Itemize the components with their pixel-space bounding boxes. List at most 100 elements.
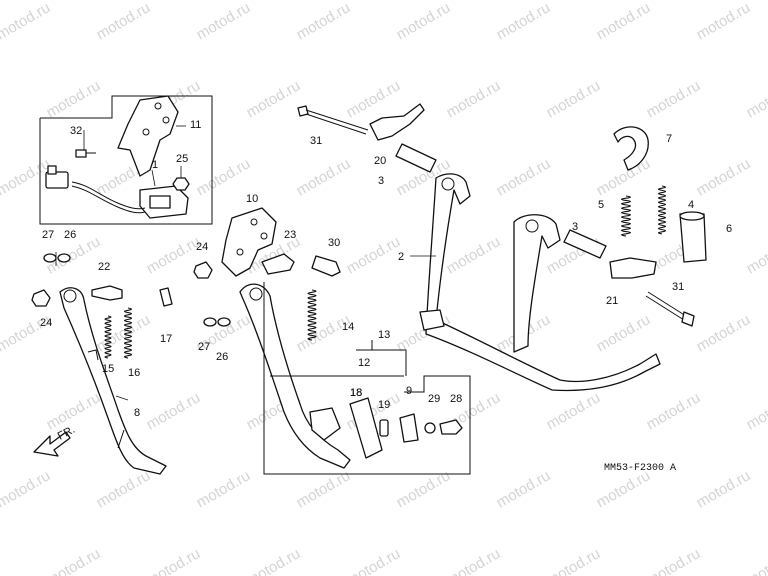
part-number-label: 11 xyxy=(190,119,201,131)
watermark-text: motod.ru xyxy=(144,545,204,576)
spring-coil xyxy=(620,195,632,237)
part-number-label: 26 xyxy=(64,229,76,241)
spring-coil xyxy=(657,185,667,235)
watermark-text: motod.ru xyxy=(694,155,754,199)
mainstand-assembly xyxy=(297,103,707,392)
part-number-label: 26 xyxy=(216,351,228,363)
sidestand-part xyxy=(59,287,167,475)
watermark-text: motod.ru xyxy=(294,155,354,199)
part-number-label: 1 xyxy=(152,159,158,171)
watermark-text: motod.ru xyxy=(694,311,754,355)
watermark-text: motod.ru xyxy=(44,77,104,121)
watermark-text: motod.ru xyxy=(0,77,3,121)
pipe-part xyxy=(679,213,707,263)
mainstand-part xyxy=(425,173,661,392)
part-number-label: 24 xyxy=(196,241,208,253)
nut-part xyxy=(31,289,51,307)
pin-part xyxy=(379,419,389,437)
watermark-text: motod.ru xyxy=(244,545,304,576)
part-number-label: 25 xyxy=(176,153,188,165)
stand-pivot-hole xyxy=(441,177,455,191)
switch-body xyxy=(149,195,171,209)
part-number-label: 3 xyxy=(378,175,384,187)
watermark-text: motod.ru xyxy=(294,311,354,355)
bolt-part xyxy=(261,253,295,275)
watermark-text: motod.ru xyxy=(44,545,104,576)
watermark-text: motod.ru xyxy=(0,389,3,433)
switch-wire xyxy=(71,185,146,214)
spring-part xyxy=(104,315,112,359)
small-bracket-part xyxy=(399,413,419,443)
wire-connector xyxy=(45,171,69,189)
sidestand-bar-part xyxy=(239,283,351,469)
watermark-text: motod.ru xyxy=(344,545,404,576)
spring-part xyxy=(657,185,667,235)
watermark-text: motod.ru xyxy=(144,389,204,433)
part-number-label: 2 xyxy=(398,251,404,263)
part-number-label: 20 xyxy=(374,155,386,167)
part-number-label: 17 xyxy=(160,333,172,345)
bracket-part xyxy=(221,207,277,277)
watermark-text: motod.ru xyxy=(594,311,654,355)
washer-part xyxy=(43,253,57,263)
watermark-text: motod.ru xyxy=(344,77,404,121)
part-number-label: 5 xyxy=(598,199,604,211)
watermark-text: motod.ru xyxy=(744,77,768,121)
part-number-label: 32 xyxy=(70,125,82,137)
watermark-text: motod.ru xyxy=(544,389,604,433)
watermark-text: motod.ru xyxy=(244,77,304,121)
bracket-hole xyxy=(250,218,258,226)
nut-part xyxy=(172,177,190,191)
bolt-part xyxy=(311,255,341,277)
spring-part xyxy=(307,289,317,341)
part-number-label: 31 xyxy=(310,135,322,147)
watermark-text: motod.ru xyxy=(394,0,454,43)
watermark-text: motod.ru xyxy=(644,545,704,576)
bracket-hole xyxy=(162,116,170,124)
watermark-text: motod.ru xyxy=(0,467,53,511)
watermark-text: motod.ru xyxy=(744,389,768,433)
part-number-label: 10 xyxy=(246,193,258,205)
part-number-label: 30 xyxy=(328,237,340,249)
bolt-shank xyxy=(305,113,367,135)
watermark-text: motod.ru xyxy=(194,467,254,511)
watermark-text: motod.ru xyxy=(0,233,3,277)
part-number-label: 6 xyxy=(726,223,732,235)
part-number-label: 21 xyxy=(606,295,618,307)
watermark-text: motod.ru xyxy=(494,0,554,43)
bolt-shank xyxy=(647,291,687,317)
washer-part xyxy=(424,422,436,434)
watermark-text: motod.ru xyxy=(94,0,154,43)
watermark-text: motod.ru xyxy=(294,0,354,43)
watermark-text: motod.ru xyxy=(194,0,254,43)
part-number-label: 4 xyxy=(688,199,694,211)
switch-wire xyxy=(71,181,146,210)
part-number-label: 9 xyxy=(406,385,412,397)
watermark-text: motod.ru xyxy=(444,77,504,121)
spring-part xyxy=(123,307,133,359)
subassembly-frame xyxy=(39,95,213,225)
part-number-label: 18 xyxy=(350,387,362,399)
spring-bracket-part xyxy=(609,257,657,279)
bracket-hole xyxy=(142,128,150,136)
watermark-text: motod.ru xyxy=(544,77,604,121)
bar-pivot-hole xyxy=(249,287,263,301)
sidestand-pivot-hole xyxy=(63,289,77,303)
watermark-text: motod.ru xyxy=(94,467,154,511)
leader-line xyxy=(115,395,129,401)
bracket-hole xyxy=(154,102,162,110)
part-number-label: 15 xyxy=(102,363,114,375)
watermark-text: motod.ru xyxy=(644,77,704,121)
watermark-text: motod.ru xyxy=(0,545,3,576)
watermark-text: motod.ru xyxy=(494,467,554,511)
part-number-label: 28 xyxy=(450,393,462,405)
watermark-text: motod.ru xyxy=(694,467,754,511)
wire-connector-latch xyxy=(47,165,57,175)
center-bracket-assembly xyxy=(193,207,471,475)
spring-part xyxy=(620,195,632,237)
part-number-label: 7 xyxy=(666,133,672,145)
watermark-text: motod.ru xyxy=(594,155,654,199)
part-number-label: 22 xyxy=(98,261,110,273)
watermark-text: motod.ru xyxy=(644,389,704,433)
